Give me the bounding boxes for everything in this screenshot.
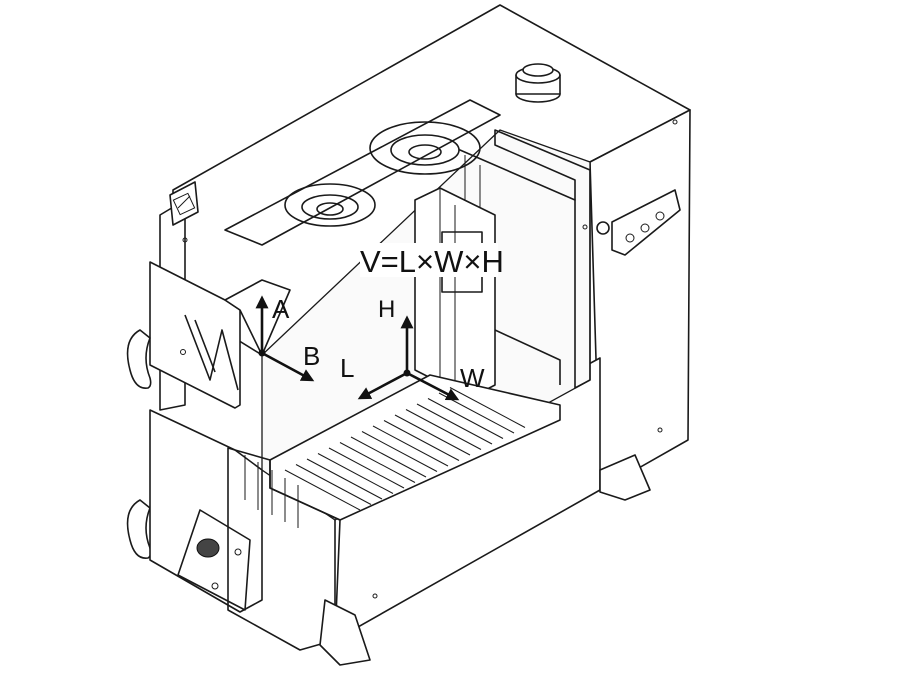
volume-formula: V=L×W×H [360,244,504,279]
cooking-rings [224,99,501,246]
label-w: W [460,363,485,393]
grate-bar [449,387,526,428]
grate-bar [383,420,460,461]
lower-door [149,409,263,613]
origin-ab [258,349,266,357]
grate-bar [317,453,394,494]
grate-bar [372,425,449,467]
formula-label-bg [360,243,498,277]
grate-bar [394,414,471,456]
gauge-icon [169,181,199,226]
label-l: L [340,353,354,383]
axis-b-arrow [261,351,315,382]
grate-bar [416,403,493,445]
label-h: H [378,296,395,323]
label-a: A [272,294,290,324]
lever-handle-icon [126,329,152,559]
rivets [182,119,678,599]
ash-channel [227,447,341,651]
side-handle-icon [596,189,681,256]
grate-bar [405,409,482,450]
axis-l-w-h [357,315,460,401]
axis-a-b [255,295,315,382]
axis-l-arrow [357,371,408,400]
grate-bar [361,431,438,472]
grate-bar [339,442,416,483]
grate [269,374,561,521]
grate-bar [328,447,405,489]
knob-icon [515,63,561,103]
grate-bar [427,398,504,439]
upper-door [149,199,291,411]
grate-bar [295,464,372,505]
axis-w-arrow [406,371,460,401]
label-b: B [303,341,320,371]
origin-lwh [403,369,411,377]
grate-bar [284,469,361,511]
legs [319,454,651,666]
grate-bar [350,436,427,478]
grate-bar [306,458,383,500]
